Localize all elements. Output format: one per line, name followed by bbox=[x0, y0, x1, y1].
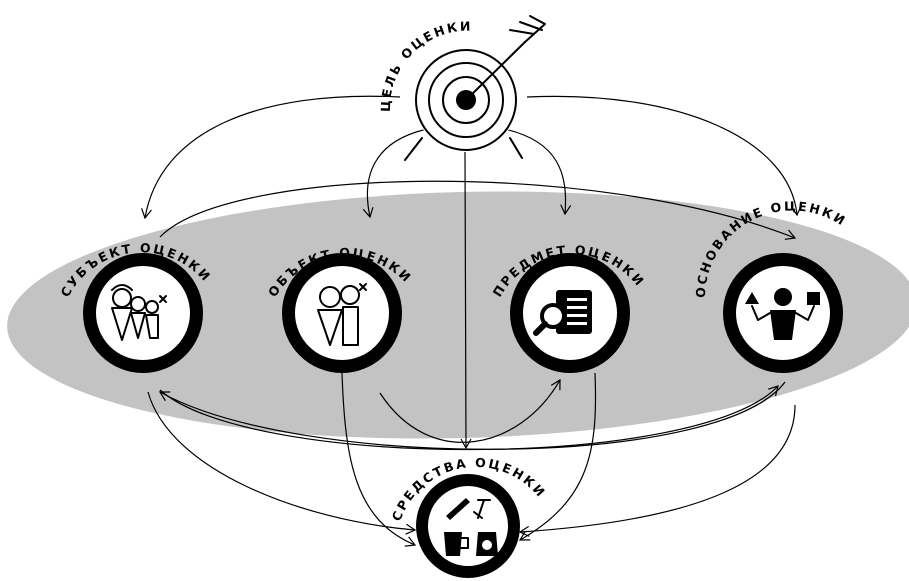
document-magnifier-icon bbox=[533, 290, 592, 336]
goal-node: ЦЕЛЬ ОЦЕНКИ bbox=[378, 15, 546, 161]
person-choosing-shapes-icon bbox=[745, 288, 820, 340]
object-node: ОБЪЕКТ ОЦЕНКИ bbox=[265, 245, 413, 373]
two-people-icon bbox=[317, 283, 367, 346]
target-with-arrow-icon bbox=[404, 15, 546, 161]
means-node: СРЕДСТВА ОЦЕНКИ bbox=[389, 455, 547, 578]
three-people-icon bbox=[111, 284, 167, 341]
connector-arrows bbox=[141, 95, 802, 547]
grey-band bbox=[7, 191, 909, 439]
measuring-tools-icon bbox=[444, 498, 498, 556]
